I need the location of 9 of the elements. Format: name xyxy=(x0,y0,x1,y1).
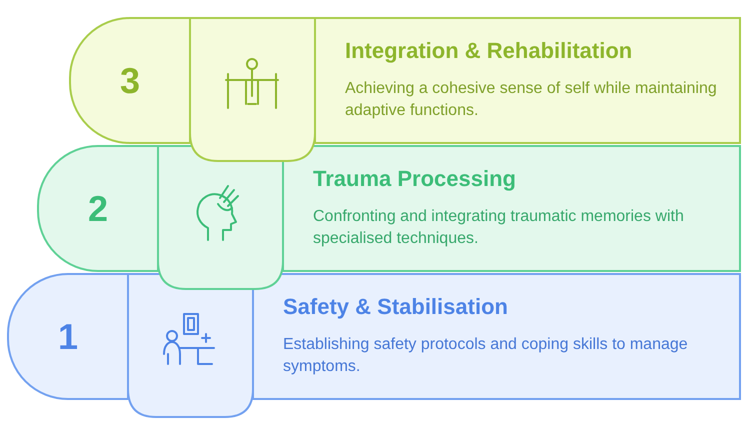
step-description: Establishing safety protocols and coping skills to manage symptoms. xyxy=(283,335,689,377)
step-description: Achieving a cohesive sense of self while maintaining adaptive functions. xyxy=(345,79,718,121)
step-description: Confronting and integrating traumatic memories with specialised techniques. xyxy=(313,207,685,249)
step-number: 2 xyxy=(86,186,110,230)
step-title: Safety & Stabilisation xyxy=(283,294,509,320)
step-title: Trauma Processing xyxy=(313,166,517,192)
step-number: 3 xyxy=(118,58,142,102)
step-title: Integration & Rehabilitation xyxy=(345,38,634,64)
step-number: 1 xyxy=(56,314,80,358)
